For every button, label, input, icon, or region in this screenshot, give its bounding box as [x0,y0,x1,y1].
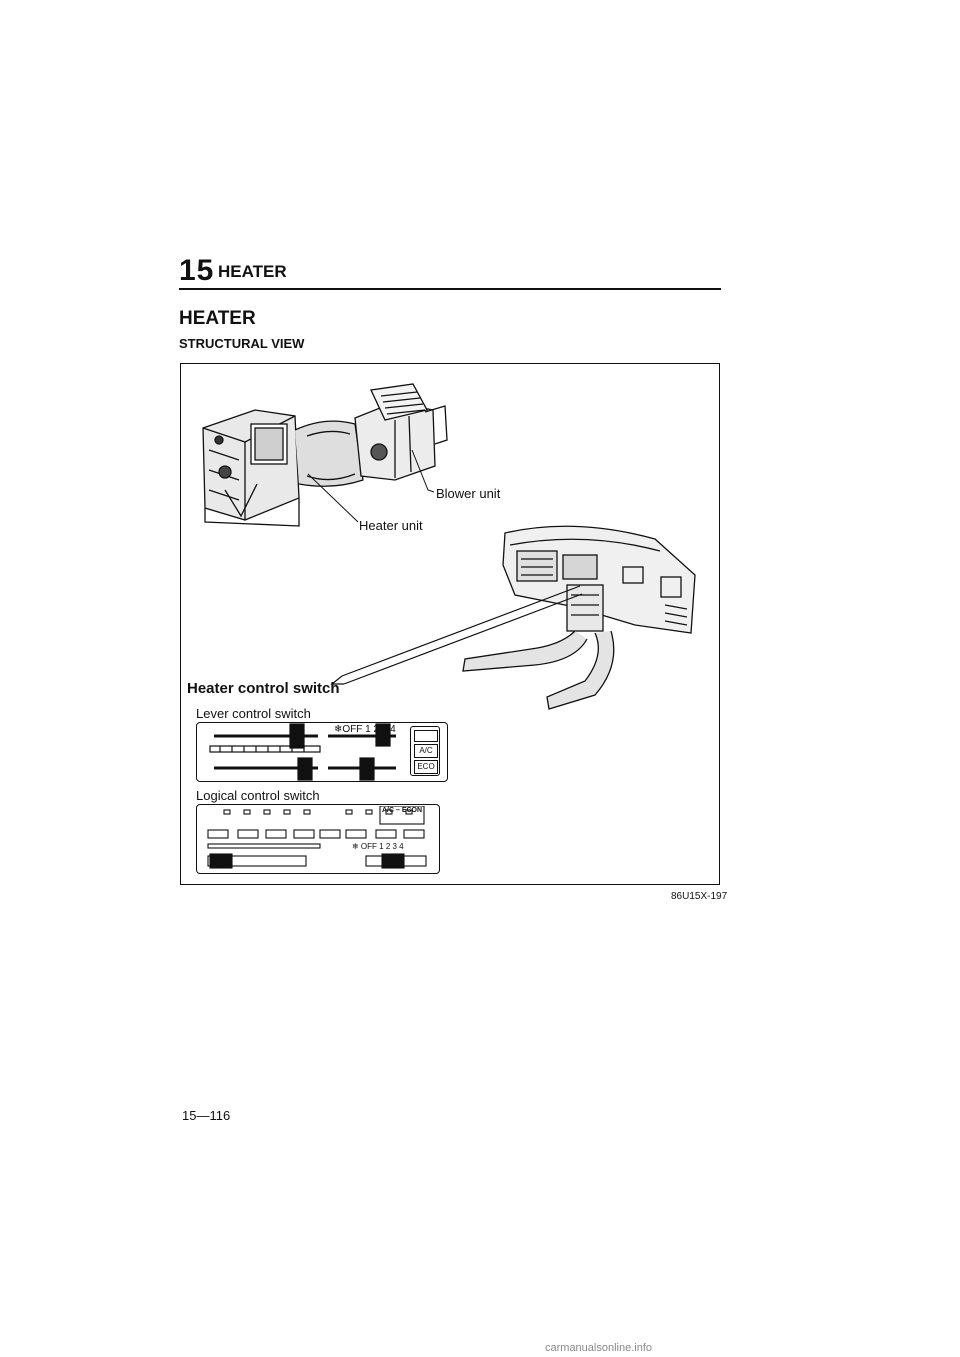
structural-view-figure [180,363,720,885]
logical-switch-illustration [207,806,427,869]
page-number: 15—116 [182,1108,231,1123]
chapter-title: HEATER [218,262,287,281]
section-subtitle: STRUCTURAL VIEW [179,336,305,351]
logical-fan-scale: ❄ OFF 1 2 3 4 [352,842,404,851]
chapter-number: 15 [179,254,215,287]
footer-watermark: carmanualsonline.info [545,1342,653,1354]
figure-code: 86U15X-197 [671,891,728,902]
lever-fan-scale: ❄OFF 1 2 3 4 [334,724,396,735]
header-rule [179,288,721,290]
logical-control-switch-label: Logical control switch [196,788,320,803]
lever-indicator-lamp [414,730,438,742]
ac-button: A/C [414,744,438,758]
pointer-arrow [330,585,583,685]
heater-unit-label: Heater unit [359,518,423,533]
unit-leader-lines [307,449,435,523]
dashboard-illustration [462,525,696,710]
blower-unit-label: Blower unit [436,486,501,501]
lever-switch-illustration [209,723,396,781]
ac-econ-label: A/C – ECON [382,807,423,814]
lever-control-switch-panel [196,722,448,782]
section-title: HEATER [179,308,256,329]
logical-control-switch-panel [196,804,440,874]
lever-control-switch-label: Lever control switch [196,706,311,721]
eco-button: ECO [414,760,438,774]
heater-blower-illustration [202,383,448,527]
lever-button-group [410,726,440,776]
heater-control-switch-label: Heater control switch [187,680,340,697]
